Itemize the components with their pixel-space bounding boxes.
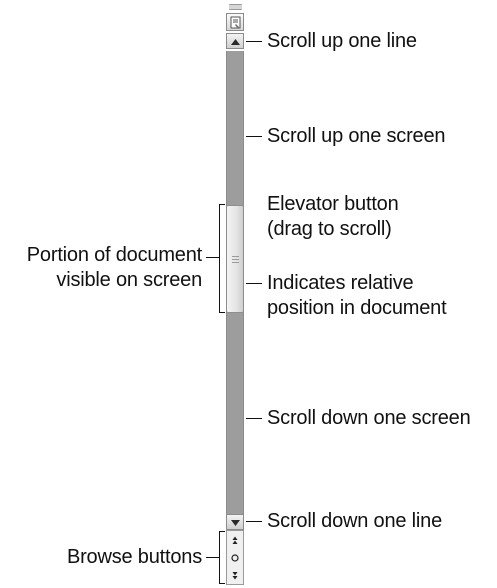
scroll-thumb[interactable] — [226, 205, 244, 313]
select-browse-object-button[interactable] — [227, 550, 243, 566]
scroll-up-arrow-button[interactable] — [226, 33, 244, 49]
leader-line — [246, 418, 262, 419]
grip-icon — [232, 256, 239, 263]
scroll-down-arrow-button[interactable] — [226, 514, 244, 530]
label-relative-position-2: position in document — [267, 297, 447, 319]
label-scroll-down-line: Scroll down one line — [267, 510, 442, 532]
leader-line — [246, 41, 262, 42]
next-page-button[interactable] — [227, 567, 243, 583]
leader-line — [206, 257, 219, 258]
circle-icon — [231, 554, 239, 562]
label-scroll-up-screen: Scroll up one screen — [267, 125, 446, 147]
label-portion-of-document: Portion of document — [26, 244, 202, 266]
browse-buttons-group — [226, 530, 244, 585]
double-up-arrow-icon — [232, 536, 238, 544]
leader-line — [246, 521, 262, 522]
down-arrow-icon — [231, 520, 240, 526]
leader-line — [246, 283, 262, 284]
double-down-arrow-icon — [232, 572, 238, 580]
label-visible-on-screen: visible on screen — [56, 269, 202, 291]
label-drag-to-scroll: (drag to scroll) — [267, 218, 392, 240]
view-ruler-button[interactable] — [226, 13, 244, 31]
split-box-handle[interactable] — [229, 4, 242, 10]
vertical-scrollbar[interactable] — [226, 0, 245, 585]
label-elevator-button: Elevator button — [267, 193, 399, 215]
leader-line — [246, 136, 262, 137]
view-ruler-icon — [230, 16, 241, 29]
visible-portion-bracket — [219, 204, 225, 313]
label-scroll-up-line: Scroll up one line — [267, 30, 417, 52]
previous-page-button[interactable] — [227, 533, 243, 549]
up-arrow-icon — [231, 39, 240, 45]
label-browse-buttons: Browse buttons — [66, 546, 202, 568]
browse-buttons-bracket — [219, 531, 225, 584]
leader-line — [206, 557, 219, 558]
label-scroll-down-screen: Scroll down one screen — [267, 407, 471, 429]
label-relative-position-1: Indicates relative — [267, 272, 414, 294]
